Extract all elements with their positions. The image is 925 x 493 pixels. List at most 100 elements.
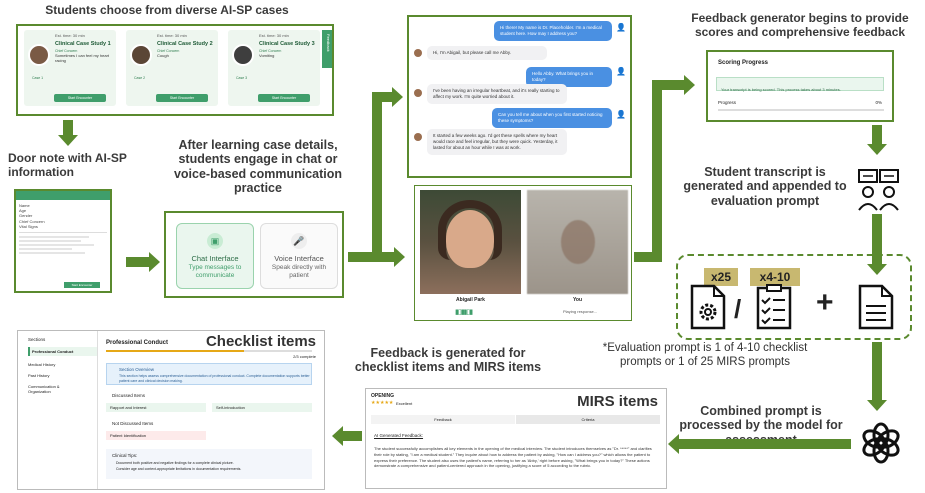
voice-video-panel: Abigail Park You ▮▯▮▮▯▮ Playing response… — [414, 185, 632, 321]
transcript-people-icon — [856, 168, 902, 212]
case-title: Clinical Case Study 2 — [157, 41, 213, 47]
you-label: You — [572, 297, 583, 303]
case-card-2[interactable]: Est. time: 30 min Clinical Case Study 2 … — [126, 30, 218, 106]
student-avatar-icon: 👤 — [616, 67, 626, 76]
sections-title: Sections — [28, 337, 46, 342]
case-card-3[interactable]: Est. time: 30 min Clinical Case Study 3 … — [228, 30, 320, 106]
checklist-panel: Sections Professional Conduct Medical Hi… — [17, 330, 325, 490]
clinical-tips-box: Clinical Tips: Document both positive an… — [106, 449, 312, 479]
section-title: Professional Conduct — [106, 340, 169, 346]
interface-choice-panel: ▣ Chat Interface Type messages to commun… — [164, 211, 344, 298]
not-discussed-item: Patient Identification — [106, 431, 206, 440]
student-message: Hi there! My name is Dr. Placeholder. I'… — [494, 21, 612, 42]
checklist-items-label: Checklist items — [205, 333, 316, 350]
completion-count: 2/3 complete — [293, 354, 316, 359]
mirs-panel: OPENING ★★★★★ Excellent MIRS items Feedb… — [365, 388, 667, 489]
door-note-title: Door Note — [19, 200, 38, 205]
arrow-branch-h — [348, 252, 380, 262]
case-cc-label: Chief Concern — [259, 49, 282, 53]
completion-fill — [106, 350, 245, 352]
arrow-down-2 — [872, 125, 882, 145]
section-item-professional-conduct[interactable]: Professional Conduct — [28, 347, 97, 356]
plus-symbol: + — [816, 286, 834, 319]
feedback-side-tab[interactable]: Feedback — [322, 30, 332, 68]
chat-bubble-icon: ▣ — [207, 233, 223, 249]
arrow-head-down-4 — [867, 400, 887, 411]
start-encounter-button[interactable]: Start Encounter — [258, 94, 310, 102]
arrow-branch-v — [372, 92, 382, 262]
arrow-left-2 — [342, 431, 362, 441]
voice-interface-card[interactable]: 🎤 Voice Interface Speak directly with pa… — [260, 223, 338, 289]
section-item-past-history[interactable]: Past History — [28, 373, 50, 378]
voice-interface-desc: Speak directly with patient — [271, 264, 327, 279]
arrow-head-branch-bottom — [394, 247, 405, 267]
arrow-down-4 — [872, 342, 882, 402]
arrow-head-left-2 — [332, 426, 343, 446]
rating-stars: ★★★★★ — [371, 400, 394, 406]
heading-transcript: Student transcript is generated and appe… — [683, 165, 847, 208]
patient-message: It started a few weeks ago. I'd get thes… — [427, 129, 567, 156]
patient-message: Hi, I'm Abigail, but please call me Abby… — [427, 46, 547, 61]
door-note-field: Gender — [19, 213, 33, 219]
arrow-head-left-1 — [668, 434, 679, 454]
arrow-merge-v — [652, 80, 662, 262]
start-encounter-button[interactable]: Start Encounter — [156, 94, 208, 102]
section-item-communication[interactable]: Communication & Organization — [28, 384, 60, 394]
arrow-branch-bottom — [380, 252, 396, 262]
start-encounter-button[interactable]: Start Encounter — [54, 94, 106, 102]
tips-title: Clinical Tips: — [112, 453, 138, 458]
evaluation-note: *Evaluation prompt is 1 of 4-10 checklis… — [602, 342, 808, 368]
section-overview-box: Section Overview This section helps asse… — [106, 363, 312, 385]
student-avatar-icon: 👤 — [616, 110, 626, 119]
ai-feedback-text: The student successfully accomplishes al… — [374, 446, 652, 469]
case-number: Case 3 — [236, 76, 248, 80]
discussed-title: Discussed Items — [112, 393, 146, 398]
arrow-down-3 — [872, 214, 882, 266]
section-item-medical-history[interactable]: Medical History — [28, 362, 56, 367]
case-cc-label: Chief Concern — [55, 49, 78, 53]
patient-video — [420, 190, 521, 294]
arrow-merge-h — [634, 252, 662, 262]
case-cc-label: Chief Concern — [157, 49, 180, 53]
case-time: Est. time: 30 min — [55, 33, 85, 38]
door-note-field: Age — [19, 208, 27, 214]
tab-feedback[interactable]: Feedback — [371, 415, 515, 424]
playing-status: Playing response... — [563, 309, 598, 314]
patient-avatar-icon — [414, 133, 422, 141]
microphone-icon: 🎤 — [291, 233, 307, 249]
arrow-head-branch-top — [392, 87, 403, 107]
tip-item: Consider age and context-appropriate lim… — [116, 467, 242, 471]
door-note-start-button[interactable]: Start Encounter — [64, 282, 100, 288]
tab-criteria[interactable]: Criteria — [516, 415, 660, 424]
scoring-progress-panel: Scoring Progress Your transcript is bein… — [706, 50, 894, 122]
student-message: Can you tell me about when you first sta… — [492, 108, 612, 129]
ai-feedback-title: AI Generated Feedback: — [374, 433, 424, 438]
door-note-field: Vital Signs — [19, 223, 38, 229]
case-card-1[interactable]: Est. time: 30 min Clinical Case Study 1 … — [24, 30, 116, 106]
case-time: Est. time: 30 min — [259, 33, 289, 38]
openai-logo-icon — [858, 420, 904, 466]
chat-interface-desc: Type messages to communicate — [188, 264, 242, 279]
arrow-down-1 — [63, 120, 73, 136]
case-cc: Vomiting — [259, 53, 275, 58]
sections-sidebar: Sections Professional Conduct Medical Hi… — [18, 331, 98, 489]
student-avatar-icon: 👤 — [616, 23, 626, 32]
scoring-title: Scoring Progress — [718, 60, 769, 66]
chat-interface-card[interactable]: ▣ Chat Interface Type messages to commun… — [176, 223, 254, 289]
chat-interface-title: Chat Interface — [191, 254, 239, 263]
patient-hair — [438, 200, 502, 260]
door-note-panel: Door Note Name Age Gender Chief Concern … — [14, 189, 112, 293]
patient-avatar — [232, 44, 254, 66]
overview-title: Section Overview — [119, 367, 155, 372]
patient-avatar — [130, 44, 152, 66]
patient-avatar-icon — [414, 89, 422, 97]
slash-symbol: / — [734, 294, 742, 324]
completion-bar — [106, 350, 312, 352]
evaluation-prompt-box — [676, 254, 912, 340]
heading-choose: Students choose from diverse AI-SP cases — [45, 3, 289, 17]
heading-door-note: Door note with AI-SP information — [8, 151, 127, 179]
feedback-side-tab-label: Feedback — [326, 34, 331, 52]
voice-interface-title: Voice Interface — [274, 254, 324, 263]
progress-label: Progress — [718, 100, 737, 105]
arrow-branch-top — [372, 92, 394, 102]
